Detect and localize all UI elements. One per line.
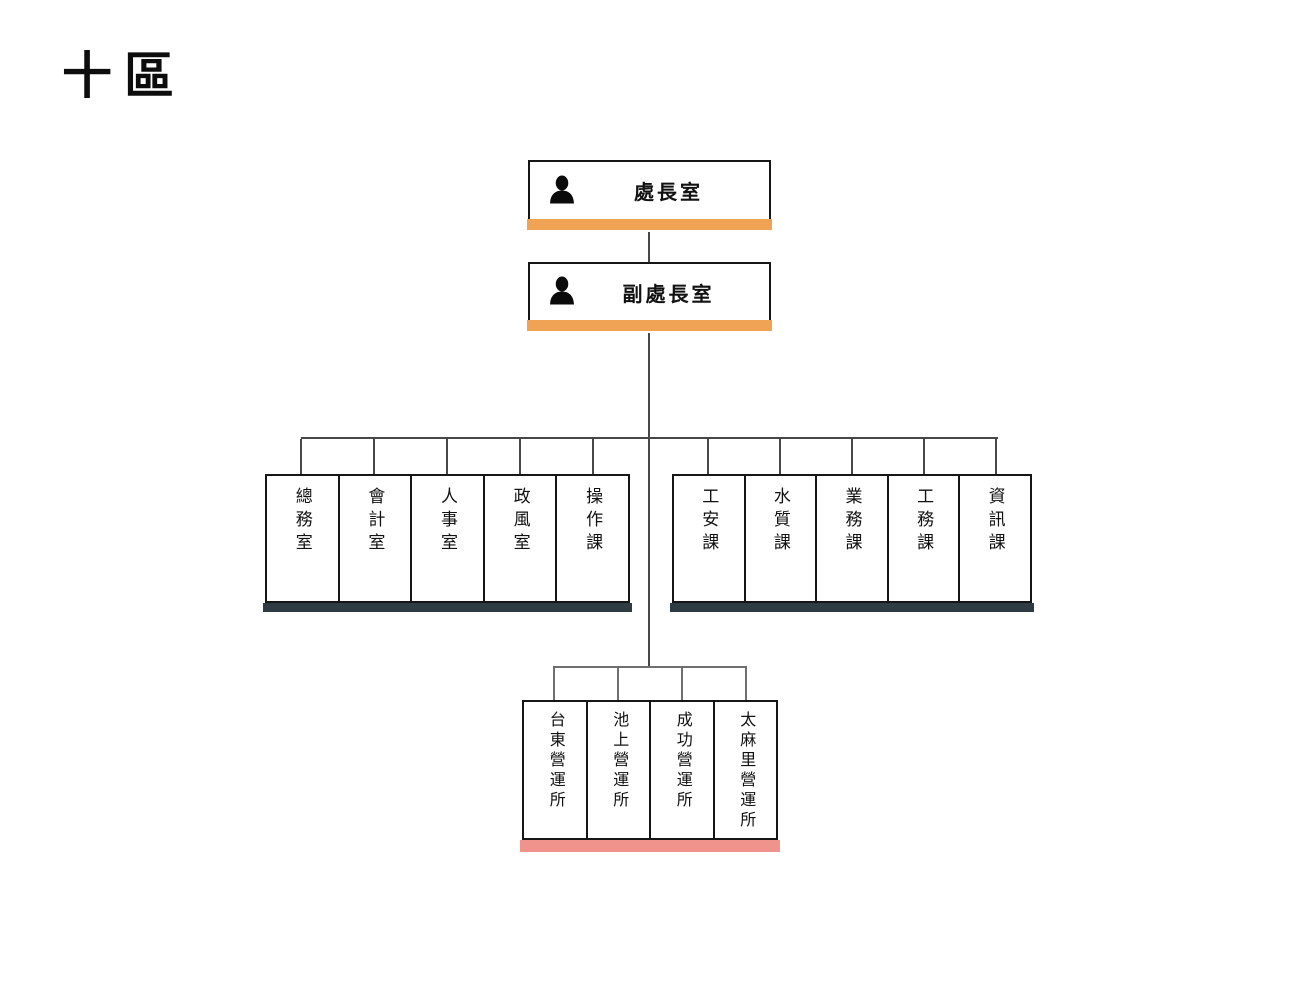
- accent-bar: [263, 603, 632, 612]
- division-group-staff: 總務室 會計室 人事室 政風室 操作課: [263, 474, 632, 612]
- org-node: 成功營運所: [649, 700, 715, 840]
- connector-line: [519, 439, 521, 474]
- connector-line: [300, 439, 302, 474]
- connector-line: [995, 439, 997, 474]
- connector-line: [592, 439, 594, 474]
- org-node-label: 台東營運所: [546, 711, 564, 811]
- org-node-label: 副處長室: [622, 283, 715, 306]
- connector-line: [648, 439, 650, 666]
- org-node-label: 工安課: [699, 487, 719, 556]
- org-node: 會計室: [337, 474, 413, 603]
- connector-line: [851, 439, 853, 474]
- org-node-label: 人事室: [437, 487, 457, 556]
- org-node: 業務課: [815, 474, 889, 603]
- org-node-label: 操作課: [583, 487, 603, 556]
- org-node: 太麻里營運所: [712, 700, 778, 840]
- connector-line: [923, 439, 925, 474]
- division-group-branch-offices: 台東營運所 池上營運所 成功營運所 太麻里營運所: [520, 700, 780, 852]
- page-title: 十區: [62, 48, 186, 104]
- org-node-label: 政風室: [510, 487, 530, 556]
- connector-line: [373, 439, 375, 474]
- org-node: 操作課: [555, 474, 630, 603]
- person-icon: [546, 274, 578, 310]
- connector-line: [648, 232, 650, 262]
- connector-line: [553, 668, 555, 700]
- connector-line: [681, 668, 683, 700]
- org-node: 水質課: [743, 474, 818, 603]
- org-node-label: 總務室: [292, 487, 312, 556]
- org-node-label: 處長室: [634, 182, 703, 204]
- org-node-deputy-director: 副處長室: [527, 262, 772, 331]
- org-node-label: 池上營運所: [610, 711, 628, 811]
- org-node-label: 資訊課: [985, 487, 1005, 556]
- org-node-label: 太麻里營運所: [737, 711, 755, 831]
- org-node: 資訊課: [958, 474, 1032, 603]
- connector-line: [446, 439, 448, 474]
- division-group-technical: 工安課 水質課 業務課 工務課 資訊課: [670, 474, 1034, 612]
- org-node: 台東營運所: [522, 700, 588, 840]
- org-node: 池上營運所: [585, 700, 651, 840]
- accent-bar: [527, 219, 772, 230]
- connector-line: [301, 437, 998, 439]
- org-node-label: 成功營運所: [673, 711, 691, 811]
- connector-line: [553, 666, 747, 668]
- accent-bar: [670, 603, 1034, 612]
- org-node-label: 業務課: [842, 487, 862, 556]
- accent-bar: [527, 320, 772, 331]
- org-node-director: 處長室: [527, 160, 772, 230]
- connector-line: [707, 439, 709, 474]
- connector-line: [617, 668, 619, 700]
- person-icon: [546, 173, 578, 209]
- org-node-label: 工務課: [914, 487, 934, 556]
- connector-line: [779, 439, 781, 474]
- org-node: 總務室: [265, 474, 340, 603]
- org-node: 政風室: [482, 474, 558, 603]
- connector-line: [648, 333, 650, 437]
- accent-bar: [520, 840, 780, 852]
- org-node-label: 水質課: [770, 487, 790, 556]
- connector-line: [745, 668, 747, 700]
- org-node: 工安課: [672, 474, 746, 603]
- org-node: 工務課: [886, 474, 961, 603]
- org-node-label: 會計室: [365, 487, 385, 556]
- org-node: 人事室: [410, 474, 485, 603]
